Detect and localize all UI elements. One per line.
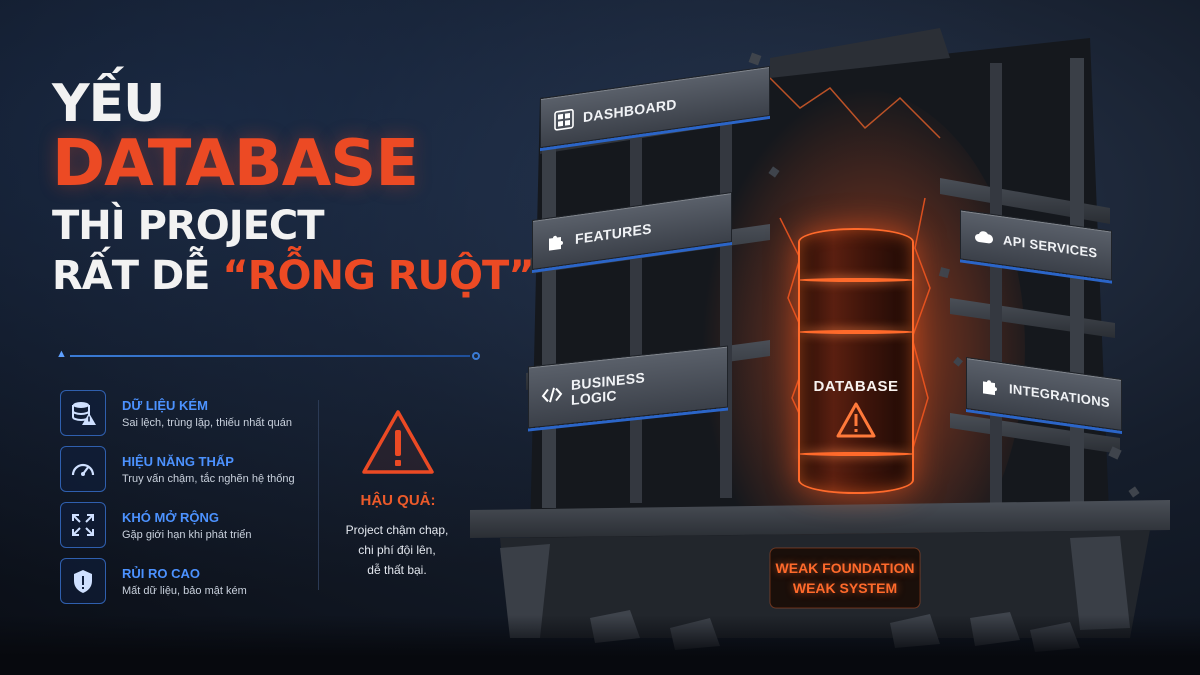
- sign-business-logic: BUSINESS LOGIC: [528, 345, 728, 429]
- speedometer-icon: [60, 446, 106, 492]
- issue-desc: Gặp giới hạn khi phát triển: [122, 529, 252, 541]
- puzzle-icon: [983, 380, 997, 396]
- headline-line4: RẤT DỄ “RỖNG RUỘT”: [52, 253, 535, 299]
- warning-icon: [362, 410, 434, 474]
- sign-api-services: API SERVICES: [960, 209, 1112, 281]
- expand-arrows-icon: [60, 502, 106, 548]
- issue-title: RỦI RO CAO: [122, 566, 200, 581]
- consequence-title: HẬU QUẢ:: [360, 492, 436, 509]
- divider: ▲: [56, 348, 480, 360]
- sign-integrations-label: INTEGRATIONS: [1009, 381, 1110, 411]
- issue-item: RỦI RO CAO Mất dữ liệu, bảo mật kém: [60, 558, 320, 604]
- weak-foundation-line2: WEAK SYSTEM: [792, 580, 898, 596]
- database-core-label: DATABASE: [813, 378, 899, 395]
- issue-item: DỮ LIỆU KÉM Sai lệch, trùng lặp, thiếu n…: [60, 390, 320, 436]
- divider-dot: [472, 352, 480, 360]
- consequence-line1: Project chậm chạp,: [345, 523, 449, 537]
- issue-desc: Sai lệch, trùng lặp, thiếu nhất quán: [122, 417, 293, 429]
- issue-desc: Truy vấn chậm, tắc nghẽn hệ thống: [122, 473, 295, 485]
- code-icon: [541, 387, 563, 403]
- issue-title: DỮ LIỆU KÉM: [122, 398, 208, 413]
- vertical-divider: [318, 400, 319, 590]
- issue-desc: Mất dữ liệu, bảo mật kém: [122, 585, 247, 597]
- crumbling-building: DASHBOARD FEATURES BUSINESS LOGIC API SE…: [470, 18, 1170, 658]
- database-core: DATABASE: [798, 228, 914, 494]
- headline: YẾU DATABASE THÌ PROJECT RẤT DỄ “RỖNG RU…: [52, 74, 535, 299]
- warning-icon: [836, 402, 876, 438]
- sign-features-label: FEATURES: [575, 219, 652, 247]
- tank-ring: [798, 330, 914, 334]
- sign-dashboard-label: DASHBOARD: [583, 95, 677, 125]
- weak-foundation-line1: WEAK FOUNDATION: [775, 560, 915, 576]
- issue-item: KHÓ MỞ RỘNG Gặp giới hạn khi phát triển: [60, 502, 320, 548]
- sign-api-services-label: API SERVICES: [1003, 232, 1098, 261]
- headline-line1: YẾU: [52, 74, 165, 134]
- headline-line2: DATABASE: [52, 127, 419, 201]
- sign-dashboard: DASHBOARD: [540, 65, 770, 149]
- weak-foundation-label: WEAK FOUNDATION WEAK SYSTEM: [762, 558, 928, 598]
- sign-integrations: INTEGRATIONS: [966, 357, 1122, 431]
- dashboard-icon: [554, 108, 574, 131]
- cloud-icon: [975, 231, 994, 244]
- headline-line3: THÌ PROJECT: [52, 203, 325, 249]
- issue-title: HIỆU NĂNG THẤP: [122, 454, 234, 469]
- headline-line4-accent: “RỖNG RUỘT”: [222, 253, 534, 299]
- ground: [0, 615, 1200, 675]
- shield-alert-icon: [60, 558, 106, 604]
- issue-item: HIỆU NĂNG THẤP Truy vấn chậm, tắc nghẽn …: [60, 446, 320, 492]
- consequence-line2: chi phí đội lên,: [358, 543, 436, 557]
- database-warning-icon: [60, 390, 106, 436]
- puzzle-icon: [549, 235, 563, 251]
- issue-title: KHÓ MỞ RỘNG: [122, 510, 220, 525]
- sign-business-logic-label: BUSINESS LOGIC: [571, 370, 645, 408]
- warning-small-icon: ▲: [56, 348, 67, 360]
- consequence-line3: dễ thất bại.: [367, 563, 427, 577]
- sign-business-logic-line2: LOGIC: [571, 387, 617, 408]
- tank-ring: [798, 278, 914, 282]
- headline-line4-prefix: RẤT DỄ: [52, 253, 223, 299]
- sign-features: FEATURES: [532, 191, 732, 271]
- tank-ring: [798, 452, 914, 456]
- consequence-text: Project chậm chạp, chi phí đội lên, dễ t…: [332, 520, 462, 580]
- divider-line: [70, 355, 470, 357]
